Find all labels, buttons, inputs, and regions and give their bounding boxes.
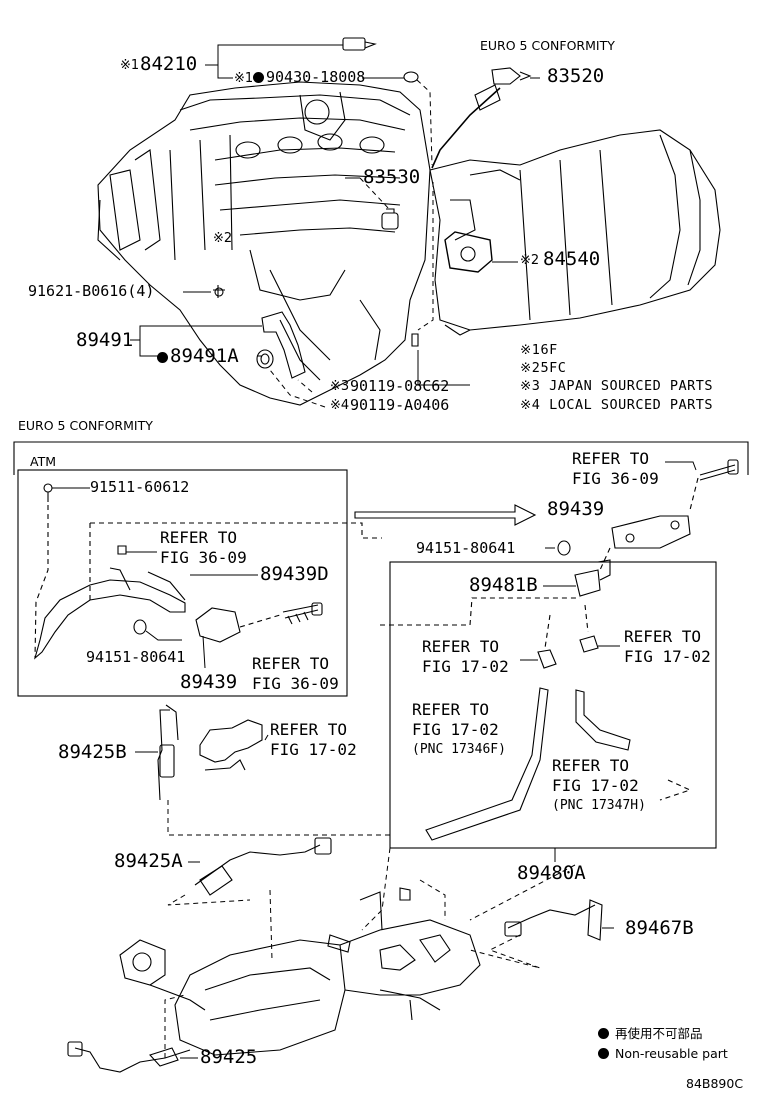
leader-lines-top <box>130 44 540 408</box>
right-bracket-parts <box>354 459 739 669</box>
non-reusable-dot-icon <box>157 352 168 363</box>
euro5-conformity-label-bottom: EURO 5 CONFORMITY <box>18 418 153 433</box>
part-89481b[interactable]: 89481B <box>469 574 538 596</box>
note-marker-engine: ※2 <box>213 231 233 246</box>
footnote-2: ※25FC <box>520 360 567 376</box>
footnote-3: ※3 JAPAN SOURCED PARTS <box>520 378 714 394</box>
part-89439-left[interactable]: 89439 <box>180 671 238 693</box>
atm-brackets <box>33 483 382 660</box>
switch-83520 <box>474 67 532 111</box>
engine-illustration <box>97 81 431 406</box>
footnote-1: ※16F <box>520 342 558 358</box>
footnote-4: ※4 LOCAL SOURCED PARTS <box>520 397 714 413</box>
part-83530[interactable]: 83530 <box>363 166 421 188</box>
part-91511-60612[interactable]: 91511-60612 <box>90 478 190 496</box>
part-89491[interactable]: 89491 <box>76 329 134 351</box>
part-89439-right[interactable]: 89439 <box>547 498 605 520</box>
sensor-84210 <box>342 37 419 83</box>
note-marker-90119-08c62: ※3 <box>330 379 350 394</box>
part-83520[interactable]: 83520 <box>547 65 605 87</box>
part-89439d[interactable]: 89439D <box>260 563 329 585</box>
note-marker-84540: ※2 <box>520 253 540 268</box>
leader-lines-bottom <box>52 461 697 1059</box>
part-89480a[interactable]: 89480A <box>517 862 586 884</box>
exhaust-catalyst-illustration <box>119 887 481 1056</box>
figure-code: 84B890C <box>686 1076 744 1091</box>
note-marker-90430: ※1 <box>234 71 254 86</box>
part-84210[interactable]: 84210 <box>140 53 198 75</box>
vacuum-hoses <box>425 687 692 841</box>
non-reusable-dot-icon <box>253 72 264 83</box>
non-reusable-dot-icon <box>598 1028 609 1039</box>
legend-non-reusable-en: Non-reusable part <box>598 1047 728 1061</box>
part-89467b[interactable]: 89467B <box>625 917 694 939</box>
transmission-illustration <box>429 129 721 336</box>
part-90430-18008[interactable]: 90430-18008 <box>253 70 365 85</box>
note-marker-90119-a0406: ※4 <box>330 398 350 413</box>
part-89425b[interactable]: 89425B <box>58 741 127 763</box>
euro5-frame <box>13 441 749 849</box>
euro5-conformity-label-top: EURO 5 CONFORMITY <box>480 38 615 53</box>
part-84540[interactable]: 84540 <box>543 248 601 270</box>
sensor-89467B <box>504 899 603 941</box>
part-91621-b0616[interactable]: 91621-B0616(4) <box>28 282 155 300</box>
part-94151-80641-right[interactable]: 94151-80641 <box>416 539 516 557</box>
legend-non-reusable-jp: 再使用不可部品 <box>598 1027 703 1041</box>
part-89425[interactable]: 89425 <box>200 1046 258 1068</box>
part-89491a[interactable]: 89491A <box>157 347 239 366</box>
bracket-89491 <box>213 285 419 379</box>
note-marker-84210: ※1 <box>120 58 140 73</box>
sensor-89425 <box>67 1041 191 1073</box>
part-94151-80641-left[interactable]: 94151-80641 <box>86 648 186 666</box>
part-90119-a0406[interactable]: 90119-A0406 <box>350 396 450 414</box>
atm-label: ATM <box>30 454 57 469</box>
sensor-89425B <box>157 704 263 801</box>
part-90119-08c62[interactable]: 90119-08C62 <box>350 377 450 395</box>
non-reusable-dot-icon <box>598 1048 609 1059</box>
sensor-89425A <box>194 837 332 896</box>
part-89425a[interactable]: 89425A <box>114 850 183 872</box>
